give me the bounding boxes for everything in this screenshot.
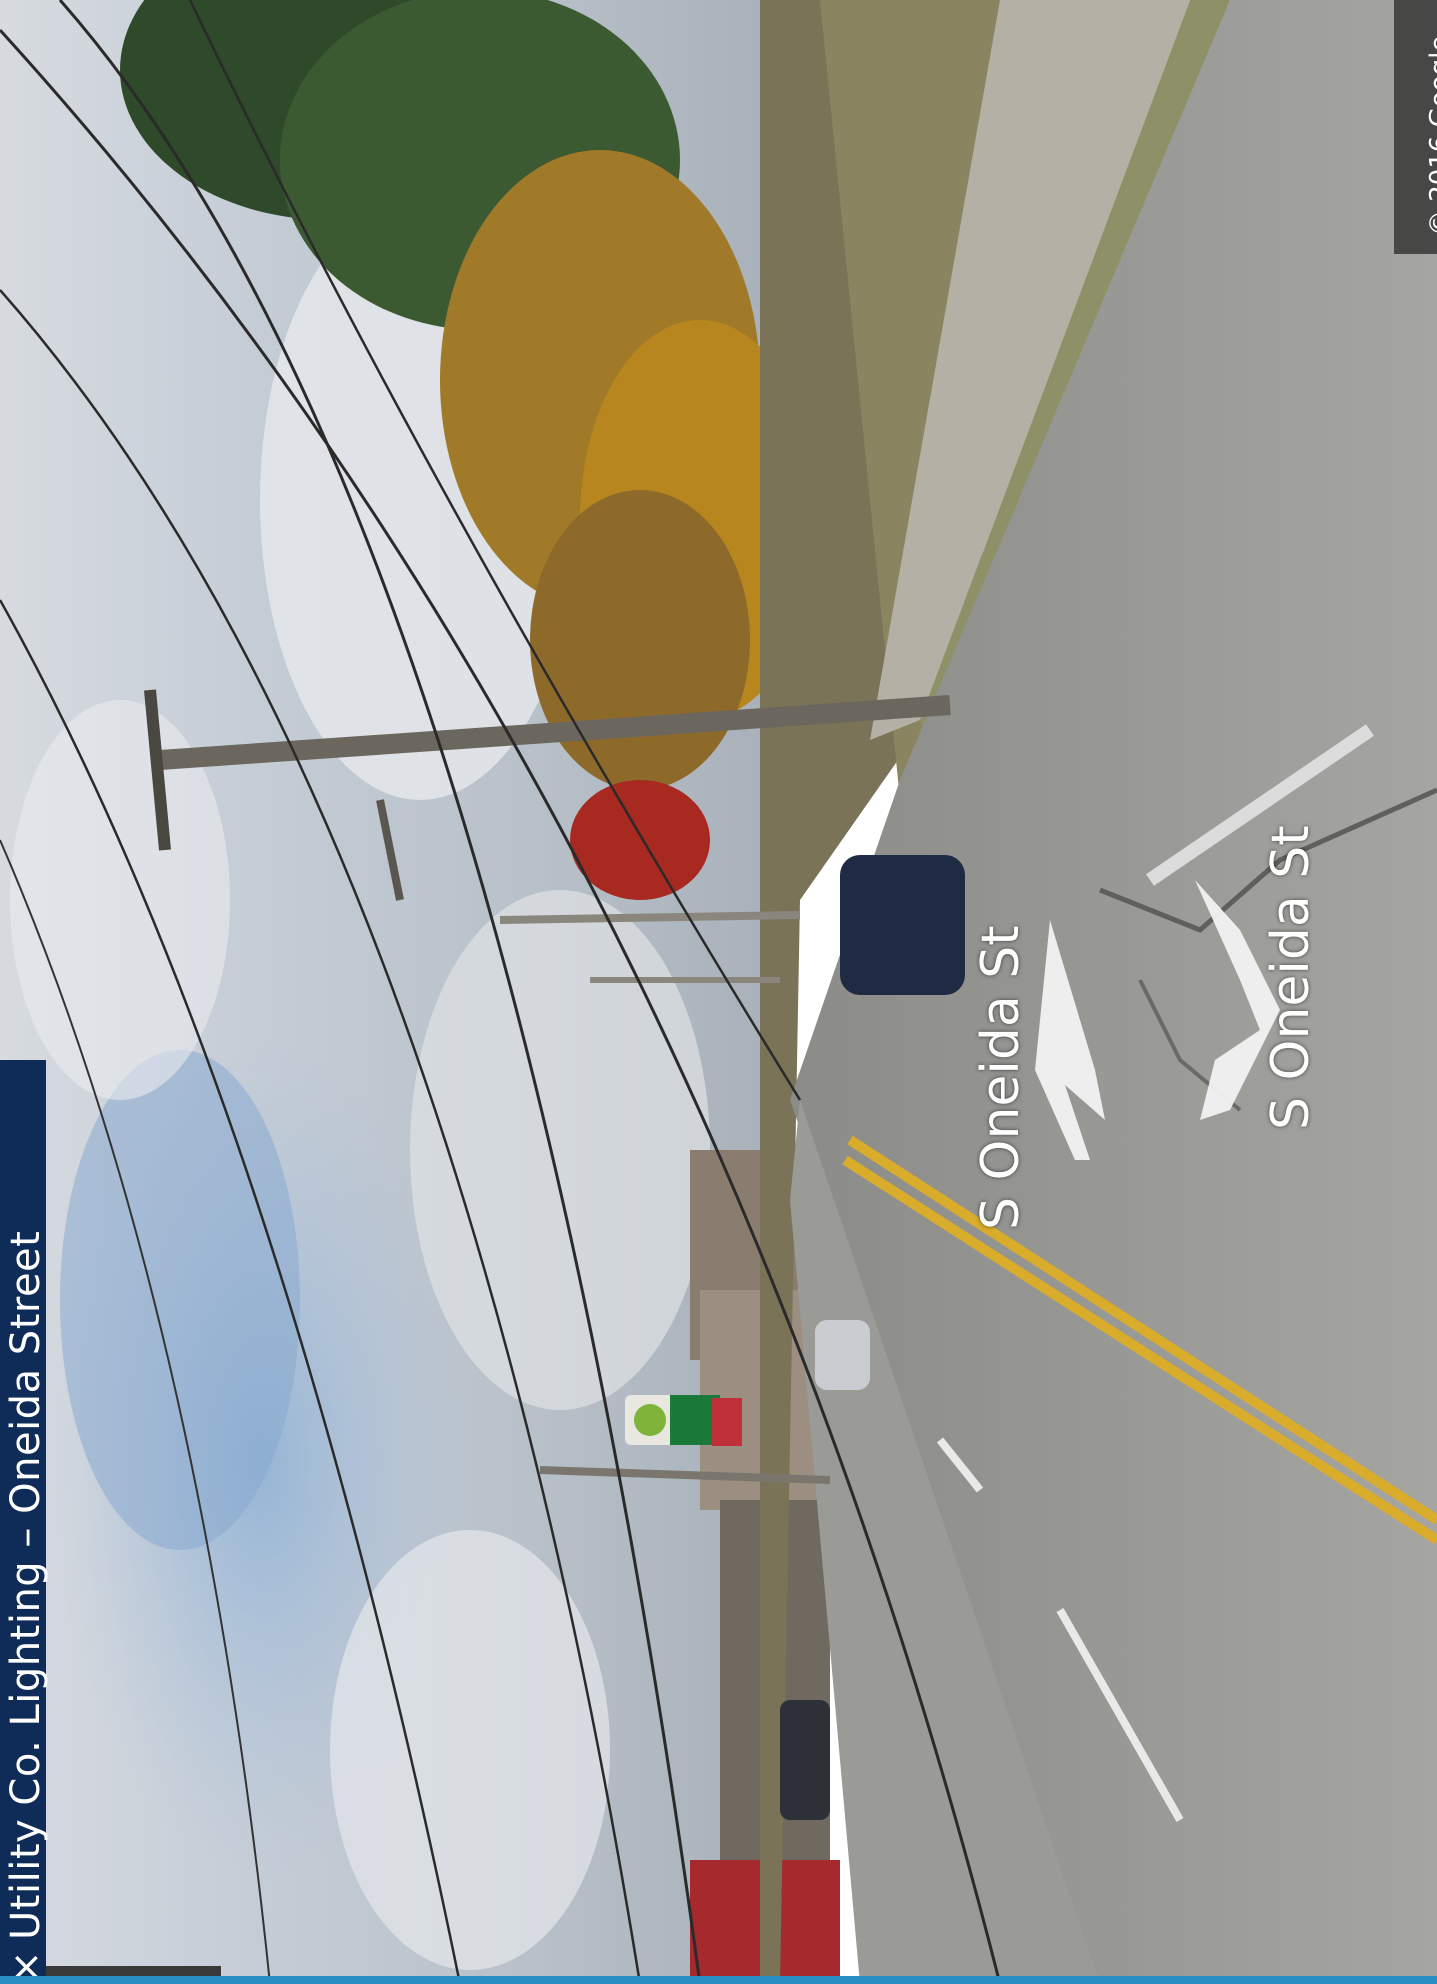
title-bar — [0, 1060, 46, 1984]
page-title-text: Utility Co. Lighting – Oneida Street — [3, 1230, 49, 1940]
accent-strip — [0, 1976, 1437, 1984]
corner-marker — [46, 1966, 221, 1978]
copyright-text: © 2016 Google — [1425, 35, 1437, 236]
chevron-left-icon[interactable] — [1035, 920, 1105, 1160]
copyright-badge: © 2016 Google — [1394, 0, 1437, 254]
street-label-right: S Oneida St — [1261, 825, 1321, 1130]
chevron-right-icon[interactable] — [1195, 880, 1280, 1120]
street-label-left: S Oneida St — [971, 925, 1031, 1230]
page-title: ×Utility Co. Lighting – Oneida Street — [3, 1230, 49, 1984]
